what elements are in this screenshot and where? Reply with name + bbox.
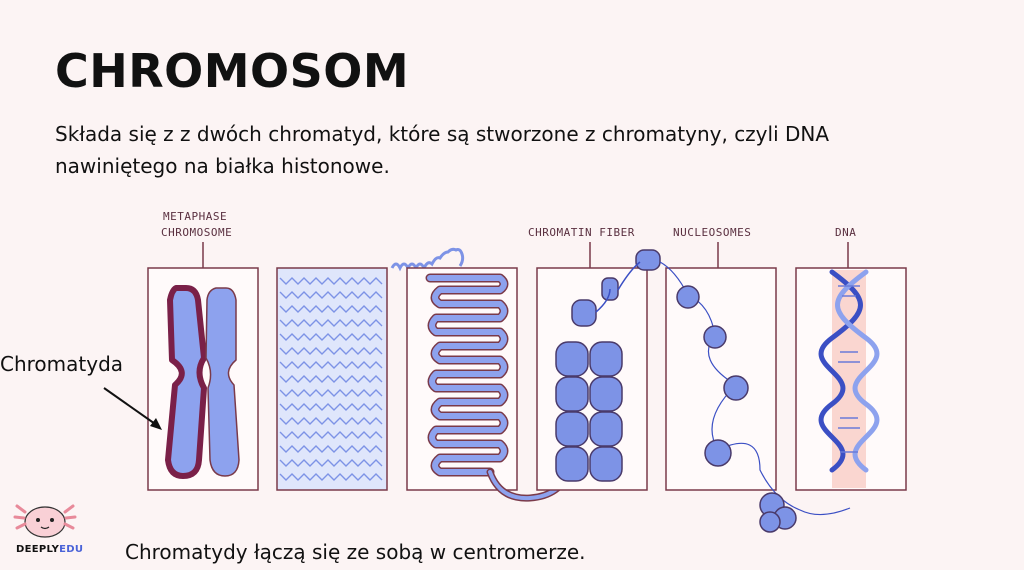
chromatid-left — [165, 285, 207, 479]
page-subtitle: Składa się z z dwóch chromatyd, które są… — [55, 122, 830, 178]
arrow-head — [150, 418, 162, 430]
footer-text: Chromatydy łączą się ze sobą w centromer… — [125, 540, 586, 564]
fiber-discs — [555, 249, 661, 482]
dense-texture — [279, 277, 383, 481]
label-metaphase-2: CHROMOSOME — [161, 226, 232, 239]
label-chromatin-fiber: CHROMATIN FIBER — [528, 226, 635, 239]
label-dna: DNA — [835, 226, 856, 239]
connector-squiggle — [390, 247, 465, 272]
chromatid-label: Chromatyda — [0, 352, 124, 376]
logo-brand: DEEPLY — [16, 544, 60, 555]
label-nucleosomes: NUCLEOSOMES — [673, 226, 751, 239]
nucleosome-beads — [676, 285, 797, 533]
page-title: CHROMOSOM — [55, 44, 410, 98]
panel-dense-chromatin — [276, 267, 388, 491]
chromatid-right — [205, 287, 240, 477]
chromatid-arrow — [103, 387, 159, 427]
logo-suffix: EDU — [59, 544, 84, 555]
dna-helix — [818, 269, 880, 473]
label-metaphase-1: METAPHASE — [163, 210, 227, 223]
axolotl-logo-icon — [13, 504, 77, 538]
brand-logo: DEEPLYEDU — [16, 544, 83, 555]
